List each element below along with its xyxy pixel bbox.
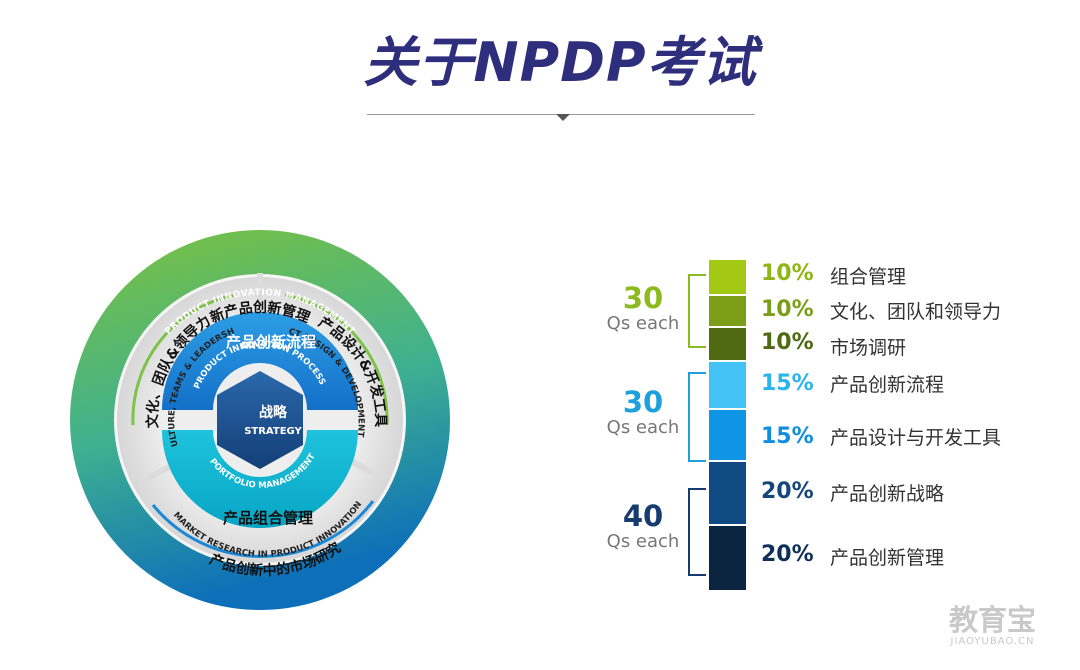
process-band [162,312,358,410]
watermark-main: 教育宝 [949,603,1037,637]
group-count-3-number: 40 [622,499,664,533]
pct-4: 15% [761,371,814,396]
bar-segment-4 [709,362,746,408]
portfolio-cn-label: 产品组合管理 [223,509,313,527]
pct-7: 20% [761,542,814,567]
category-2: 文化、团队和领导力 [830,301,1002,323]
strategy-hexagon [217,371,303,469]
group-count-3-label: Qs each [606,531,680,552]
category-5: 产品设计与开发工具 [830,427,1002,449]
bar-segment-3 [709,328,746,360]
bar-segment-1 [709,260,746,294]
pct-2: 10% [761,297,814,322]
strategy-cn-label: 战略 [259,404,288,421]
category-7: 产品创新管理 [830,547,945,569]
group-count-2: 30 Qs each [600,387,686,438]
pct-3: 10% [761,330,814,355]
group-count-1-label: Qs each [606,313,680,334]
bar-segment-5 [709,410,746,460]
innovation-wheel-diagram: PRODUCT INNOVATION MANAGEMENT 新产品创新管理 CU… [67,185,450,610]
group-bracket-3 [688,488,706,576]
segment-divider-right [349,458,386,482]
group-count-1-number: 30 [622,281,664,315]
pct-6: 20% [761,479,814,504]
segment-divider-left [137,464,171,486]
category-1: 组合管理 [830,266,907,288]
pct-5: 15% [761,424,814,449]
page-title: 关于NPDP考试 [363,31,757,94]
pct-1: 10% [761,261,814,286]
group-bracket-1 [688,274,706,348]
category-6: 产品创新战略 [830,483,945,505]
group-count-1: 30 Qs each [600,283,686,334]
process-cn-label: 产品创新流程 [226,333,316,351]
watermark-sub: JIAOYUBAO.CN [950,636,1035,647]
category-4: 产品创新流程 [830,374,945,396]
portfolio-band [162,430,358,528]
category-3: 市场调研 [830,337,907,359]
divider-caret-icon [556,114,570,121]
group-count-3: 40 Qs each [600,501,686,552]
group-count-2-label: Qs each [606,417,680,438]
bar-segment-2 [709,296,746,326]
group-count-2-number: 30 [622,385,664,419]
strategy-en-label: STRATEGY [244,426,302,437]
watermark: 教育宝 JIAOYUBAO.CN [949,604,1036,647]
group-bracket-2 [688,372,706,462]
bar-segment-6 [709,462,746,524]
bar-segment-7 [709,526,746,590]
